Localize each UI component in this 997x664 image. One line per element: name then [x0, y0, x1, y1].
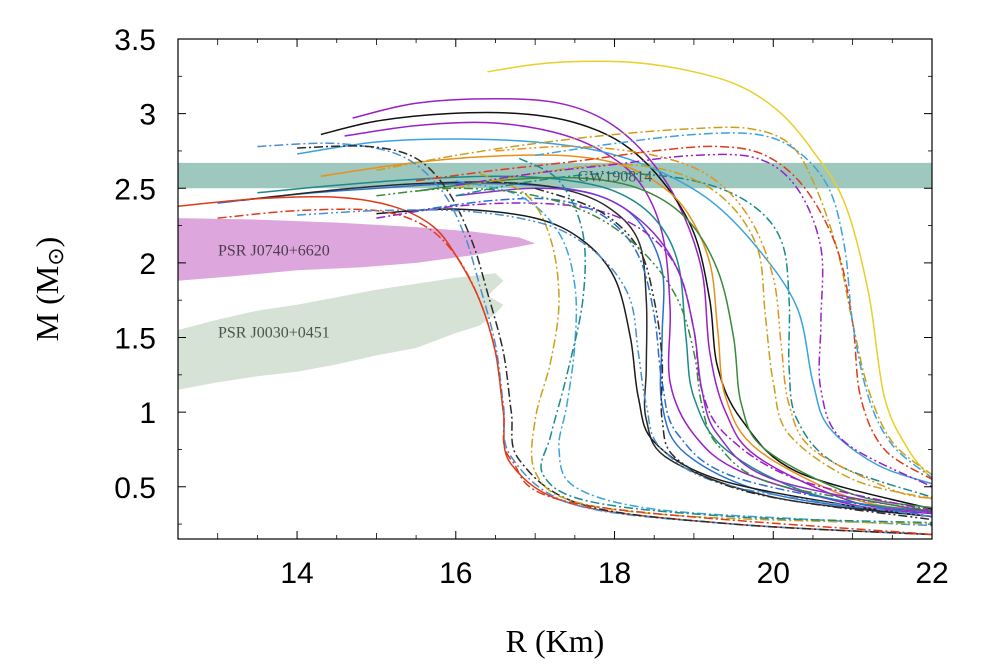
- eos-curve-7: [257, 175, 932, 513]
- eos-curve-26: [217, 208, 932, 536]
- x-tick-label: 16: [439, 557, 472, 590]
- y-tick-label: 1.5: [114, 323, 156, 356]
- band-label-psr-j0740-6620: PSR J0740+6620: [218, 242, 330, 259]
- y-tick-label: 3.5: [114, 24, 156, 57]
- eos-curve-13: [455, 187, 932, 513]
- y-axis-title-main: M (M: [29, 266, 65, 342]
- band-psr-j0740-6620: [178, 218, 536, 281]
- eos-curve-31: [376, 187, 932, 512]
- y-axis-title: M (M⊙): [29, 237, 68, 342]
- eos-curve-20: [455, 163, 932, 500]
- eos-curve-30: [534, 187, 932, 521]
- eos-curve-11: [376, 208, 932, 518]
- eos-curve-28: [297, 209, 932, 518]
- band-label-gw190814: GW190814: [578, 169, 653, 186]
- band-label-psr-j0030-0451: PSR J0030+0451: [218, 325, 330, 342]
- eos-curve-25: [518, 157, 932, 524]
- plot-frame: [177, 38, 933, 540]
- band-psr-j0030-0451: [178, 273, 504, 390]
- eos-curve-6: [320, 154, 932, 512]
- eos-curve-4: [344, 121, 932, 515]
- eos-curve-21: [376, 202, 932, 512]
- y-tick-label: 2: [139, 248, 156, 281]
- eos-curve-27: [455, 153, 932, 488]
- eos-curve-5: [296, 138, 932, 485]
- eos-curve-29: [495, 145, 932, 500]
- eos-curve-1: [487, 60, 932, 480]
- x-tick-label: 20: [757, 557, 790, 590]
- eos-curve-15: [257, 142, 932, 536]
- x-axis-title: R (Km): [506, 623, 605, 659]
- axis-ticks: 14 16 18 20 22 0.5 1 1.5 2 2.5 3 3.5: [114, 24, 948, 590]
- eos-curve-17: [415, 145, 932, 480]
- eos-curve-22: [416, 197, 932, 518]
- y-tick-label: 2.5: [114, 173, 156, 206]
- eos-curve-19: [455, 172, 932, 498]
- x-tick-label: 14: [280, 557, 313, 590]
- eos-curve-16: [297, 145, 932, 536]
- eos-curves: [178, 60, 932, 536]
- eos-curve-24: [479, 172, 932, 525]
- y-tick-label: 0.5: [114, 472, 156, 505]
- eos-curve-23: [455, 180, 932, 527]
- eos-curve-8: [217, 182, 932, 518]
- y-axis-title-close: ): [29, 237, 65, 248]
- eos-curve-14: [376, 126, 932, 476]
- eos-curve-2: [352, 97, 932, 513]
- x-tick-label: 22: [915, 557, 948, 590]
- sun-symbol: ⊙: [43, 247, 68, 265]
- band-gw190814: [178, 162, 932, 189]
- x-tick-label: 18: [598, 557, 631, 590]
- y-tick-label: 1: [139, 397, 156, 430]
- y-tick-label: 3: [139, 99, 156, 132]
- eos-curve-12: [416, 176, 932, 509]
